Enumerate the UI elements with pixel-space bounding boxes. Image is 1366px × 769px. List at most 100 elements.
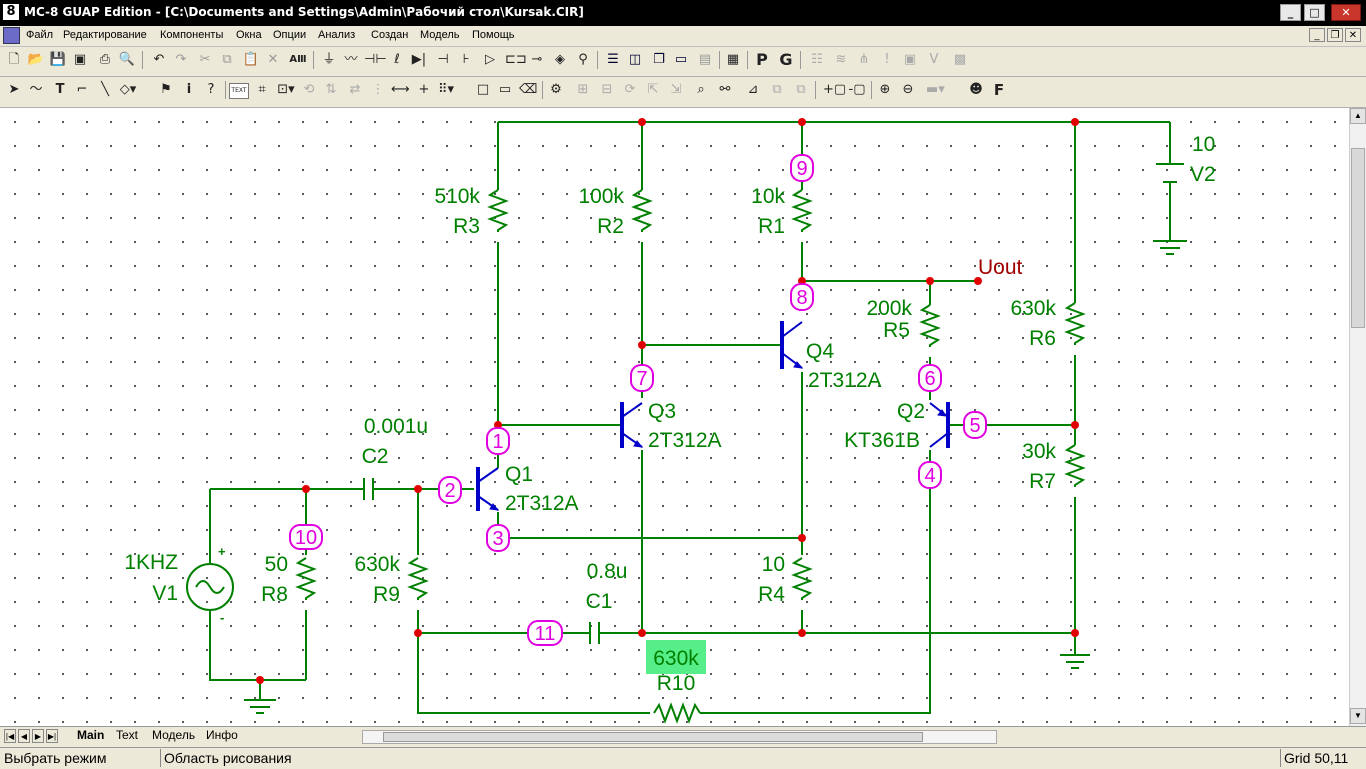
menu-design[interactable]: Создан [371,29,409,41]
app-icon: 8 [3,4,19,20]
line-icon[interactable]: ⟷ [391,82,410,97]
vertical-scrollbar[interactable]: ▲ ▼ [1349,108,1366,726]
transistor-icon[interactable]: ⊦ [462,52,470,67]
tab-prev-icon[interactable]: ◀ [18,729,30,743]
cross-icon[interactable]: + [418,82,430,97]
cascade-icon[interactable]: ❐ [653,52,665,67]
menu-components[interactable]: Компоненты [160,29,224,41]
scroll-down-icon[interactable]: ▼ [1350,708,1366,724]
zoom-out-icon[interactable]: ⊖ [902,82,914,97]
hscroll-thumb[interactable] [383,732,923,742]
save-all-icon[interactable]: ▣ [73,52,87,67]
node-numbers-icon[interactable]: ⌗ [258,82,266,97]
menu-edit[interactable]: Редактирование [63,29,147,41]
bulb-icon[interactable]: ◈ [555,52,565,67]
tile-icon[interactable]: ☰ [607,52,619,67]
v1-plus: + [218,544,226,559]
scroll-thumb[interactable] [1351,148,1365,328]
menu-model[interactable]: Модель [420,29,460,41]
tile-vertical-icon[interactable]: ◫ [628,52,642,67]
menu-options[interactable]: Опции [273,29,307,41]
tab-main[interactable]: Main [77,728,105,742]
tab-last-icon[interactable]: ▶| [46,729,58,743]
resistor-icon[interactable]: 〰 [344,52,358,67]
menu-analysis[interactable]: Анализ [318,29,356,41]
r6-name: R6 [1029,327,1056,350]
undo-icon[interactable]: ↶ [153,52,165,67]
palette-icon[interactable]: ☻ [969,82,983,97]
switch-icon[interactable]: ⊏⊐ [505,52,527,67]
minimize-button[interactable]: _ [1280,4,1301,21]
text-tool-icon[interactable]: T [55,82,65,97]
menu-windows[interactable]: Окна [236,29,262,41]
redo-icon[interactable]: ↷ [175,52,187,67]
document-icon[interactable] [3,27,20,44]
close-button[interactable]: ✕ [1331,4,1361,21]
tab-model[interactable]: Модель [152,728,196,742]
p-icon[interactable]: P [756,50,768,69]
copy-icon[interactable]: ⧉ [222,52,232,67]
grid-icon[interactable]: ⠿▾ [437,82,455,97]
zoom-in-icon[interactable]: ⊕ [879,82,891,97]
maximize-button[interactable]: □ [1304,4,1325,21]
info-icon[interactable]: i [186,82,192,97]
cut-icon[interactable]: ✂ [199,52,211,67]
menu-file[interactable]: Файл [26,29,54,41]
status-divider [160,749,161,767]
wire-icon[interactable]: 〜 [29,82,43,97]
g-icon[interactable]: G [779,50,793,69]
scroll-up-icon[interactable]: ▲ [1350,108,1366,124]
battery-icon[interactable]: ⊣ [437,52,449,67]
tab-next-icon[interactable]: ▶ [32,729,44,743]
transistor-q3 [620,402,644,448]
diode-icon[interactable]: ▶| [411,52,427,67]
calculator-icon[interactable]: ▦ [726,52,740,67]
flag-icon[interactable]: ⚑ [160,82,172,97]
ground-icon[interactable]: ⏚ [322,52,336,67]
probe-icon[interactable]: ⊿ [747,82,759,97]
binoculars-icon[interactable]: ⚯ [719,82,731,97]
title-block-icon[interactable]: ▭ [498,82,512,97]
add-page-icon[interactable]: +▢ [823,82,847,97]
capacitor-icon[interactable]: ⊣⊢ [364,52,387,67]
disabled-tool-icon: ▩ [953,52,967,67]
menu-help[interactable]: Помощь [472,29,515,41]
clear-icon[interactable]: ⌫ [519,82,538,97]
tab-first-icon[interactable]: |◀ [4,729,16,743]
schematic[interactable]: 1 2 3 4 5 6 7 8 9 10 11 510k R3 100k R2 … [0,108,1349,726]
diagonal-wire-icon[interactable]: ╲ [101,82,109,97]
properties-icon[interactable]: ⚙ [550,82,562,97]
inductor-icon[interactable]: ℓ [394,52,400,67]
find-icon[interactable]: ⌕ [697,82,705,97]
doc-close-button[interactable]: ✕ [1345,28,1361,42]
help-icon[interactable]: ? [207,82,215,97]
window-icon[interactable]: ▭ [674,52,688,67]
pin-icon[interactable]: ⊡▾ [277,82,295,97]
font-icon[interactable]: F [993,81,1005,99]
orthogonal-wire-icon[interactable]: ⌐ [76,82,88,97]
text-toggle-icon[interactable]: TEXT [229,83,249,99]
drawing-area[interactable]: 1 2 3 4 5 6 7 8 9 10 11 510k R3 100k R2 … [0,108,1349,726]
open-folder-icon[interactable]: 📂 [27,52,45,67]
doc-minimize-button[interactable]: _ [1309,28,1325,42]
new-file-icon[interactable]: 🗋 [8,52,20,67]
opamp-icon[interactable]: ▷ [485,52,495,67]
border-icon[interactable]: □ [476,82,490,97]
print-preview-icon[interactable]: 🔍 [118,52,136,67]
print-icon[interactable]: ⎙ [99,52,111,67]
shape-icon[interactable]: ◇▾ [119,82,137,97]
delete-icon[interactable]: ✕ [267,52,279,67]
remove-page-icon[interactable]: -▢ [848,82,866,97]
doc-restore-button[interactable]: ❐ [1327,28,1343,42]
select-arrow-icon[interactable]: ➤ [8,82,20,97]
paste-icon[interactable]: 📋 [242,52,260,67]
toolbar-separator [542,81,543,99]
save-icon[interactable]: 💾 [49,52,67,67]
probe-tool-icon[interactable]: ⚲ [578,52,588,67]
source-icon[interactable]: ⊸ [531,52,543,67]
tab-info[interactable]: Инфо [206,728,238,742]
tab-text[interactable]: Text [116,728,139,742]
component-text-icon[interactable]: AⅢ [289,54,307,65]
window2-icon[interactable]: ▤ [698,52,712,67]
horizontal-scrollbar[interactable] [362,730,997,744]
